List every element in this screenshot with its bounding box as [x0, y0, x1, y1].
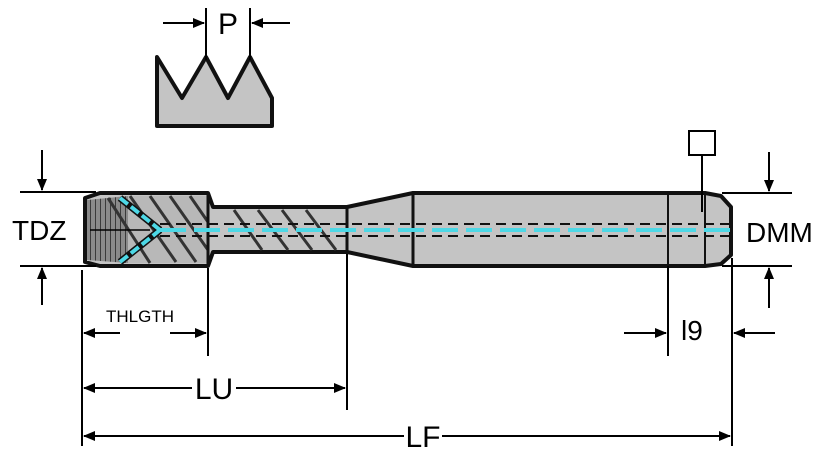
i9-dimension: l9	[624, 315, 775, 346]
tap-body	[83, 191, 733, 268]
dmm-dimension: DMM	[722, 152, 813, 308]
thlgth-dimension: THLGTH	[83, 307, 207, 338]
thread-profile: P	[155, 8, 290, 128]
thlgth-label: THLGTH	[106, 307, 174, 326]
i9-label: l9	[681, 315, 703, 346]
lu-label: LU	[195, 373, 233, 406]
lf-dimension: LF	[83, 421, 731, 454]
pitch-label: P	[218, 8, 238, 41]
lf-label: LF	[405, 421, 440, 454]
extension-lines	[81, 254, 733, 446]
coolant-channel	[117, 195, 730, 265]
dmm-label: DMM	[746, 217, 813, 248]
lu-dimension: LU	[83, 373, 346, 406]
square-drive-indicator	[688, 130, 716, 212]
tdz-label: TDZ	[12, 215, 66, 246]
tdz-dimension: TDZ	[12, 150, 96, 305]
